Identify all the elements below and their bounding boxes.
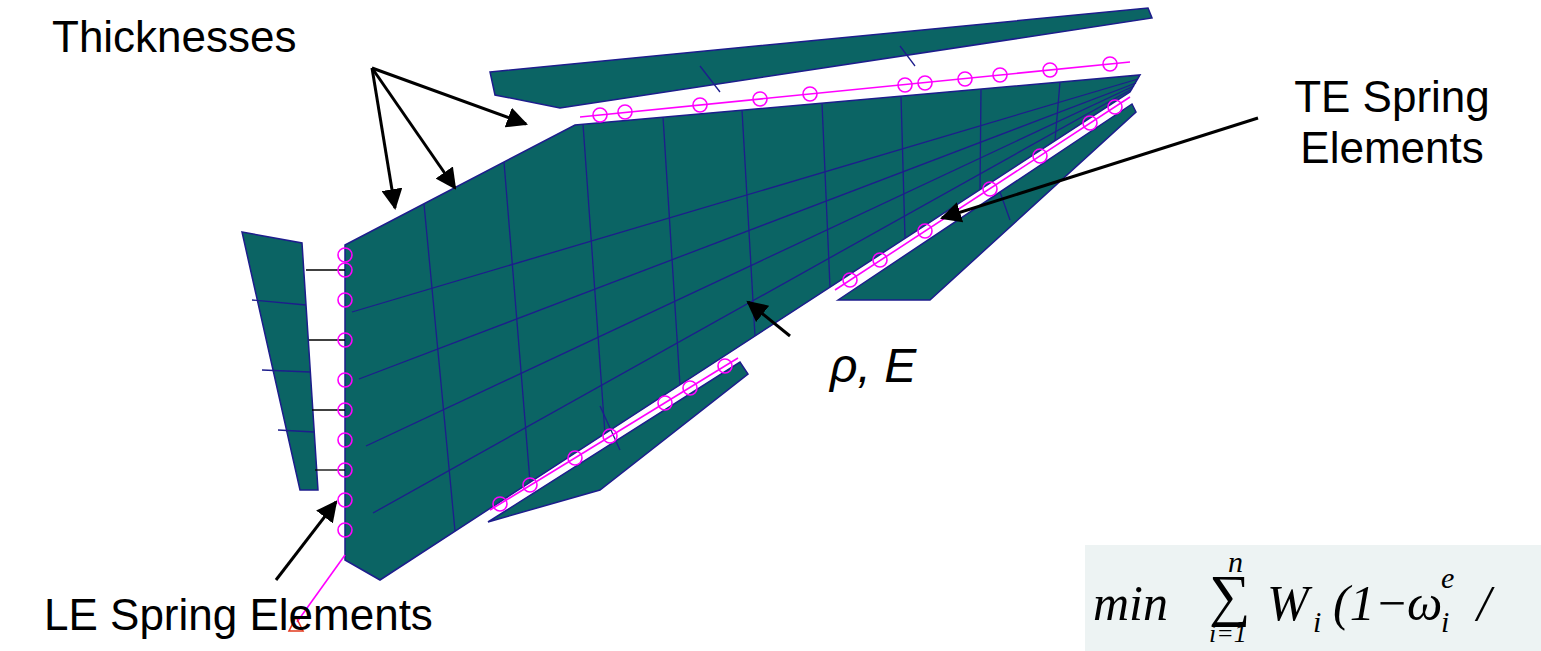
label-text: TE Spring Elements [1294, 72, 1490, 172]
te-spring [983, 182, 997, 196]
spring-line [490, 358, 738, 510]
mesh-line [504, 162, 530, 482]
te-spring [873, 253, 887, 267]
slat-spring [993, 68, 1007, 82]
slat-spring [958, 72, 972, 86]
spring-line [580, 62, 1130, 117]
spring-links [306, 270, 345, 470]
mesh-line [600, 406, 620, 450]
formula-text: W [1267, 578, 1309, 628]
le-spring [338, 463, 352, 477]
te-spring [918, 224, 932, 238]
formula-text: min [1093, 578, 1168, 628]
leader-arrow [942, 118, 1258, 218]
formula-box: minn∑i=1Wi(1−ωei/ [1085, 545, 1541, 651]
part-label: TE Spring Elements [1262, 72, 1522, 173]
formula-text: (1− [1333, 578, 1408, 628]
le-spring [338, 263, 352, 277]
mesh-line [352, 79, 1138, 312]
mesh-line [424, 204, 455, 531]
formula-text: e [1441, 563, 1454, 593]
te-spring [1083, 116, 1097, 130]
le-spring [338, 373, 352, 387]
le-spring [338, 248, 352, 262]
leader-arrow [372, 68, 455, 188]
te-spring [1108, 100, 1122, 114]
le-spring [338, 293, 352, 307]
leader-arrow [276, 502, 336, 580]
te-spring [568, 451, 582, 465]
slat-spring [618, 105, 632, 119]
spring-link [306, 269, 345, 270]
slat-spring [918, 76, 932, 90]
formula-text: i [1441, 607, 1449, 637]
label-text: ρ, E [830, 339, 916, 392]
formula-text: / [1477, 578, 1491, 628]
main-wing [345, 75, 1140, 580]
slat-spring [803, 87, 817, 101]
formula-text: i=1 [1209, 621, 1247, 647]
part-label: LE Spring Elements [44, 590, 433, 641]
mesh-line [366, 86, 1134, 446]
mesh-line [359, 83, 1136, 379]
slat-spring [593, 108, 607, 122]
slat-spring [898, 78, 912, 92]
mesh [252, 46, 1138, 531]
mesh-line [901, 96, 905, 238]
label-text: LE Spring Elements [44, 590, 433, 639]
le-spring [338, 403, 352, 417]
le-spring [338, 493, 352, 507]
mesh-line [1055, 82, 1060, 141]
mesh-line [700, 66, 720, 92]
te-spring [1033, 149, 1047, 163]
le-spring [338, 523, 352, 537]
property-label: ρ, E [830, 338, 916, 393]
mesh-line [822, 103, 830, 287]
te-spring [658, 396, 672, 410]
te-spring [718, 359, 732, 373]
mesh-line [900, 46, 915, 66]
leader-arrow [372, 68, 526, 124]
spring-elements [297, 57, 1130, 622]
leader-arrows [276, 68, 1258, 580]
formula-text: i [1313, 607, 1321, 637]
spring-link [309, 339, 345, 340]
le-spring [338, 333, 352, 347]
spring-link [312, 409, 345, 410]
mesh-line [373, 89, 1132, 513]
mesh-line [663, 117, 680, 385]
te-flap-outboard [838, 104, 1136, 300]
mesh-line [583, 124, 605, 434]
leader-arrow [372, 68, 395, 208]
formula-text: ∑ [1209, 567, 1250, 625]
te-spring [523, 478, 537, 492]
mesh-line [278, 430, 314, 432]
le-flap [242, 232, 318, 490]
slat-spring [693, 98, 707, 112]
slat-spring [1043, 63, 1057, 77]
slat-spring [1103, 57, 1117, 71]
spring-link [315, 469, 345, 470]
part-label: Thicknesses [52, 12, 297, 63]
spring-line [835, 97, 1130, 290]
te-spring [683, 381, 697, 395]
slat-spring [753, 92, 767, 106]
mesh-line [262, 370, 310, 372]
leader-arrow [748, 302, 790, 336]
te-spring [603, 429, 617, 443]
mesh-line [980, 89, 981, 190]
formula-text: ω [1407, 578, 1442, 628]
le-spring [338, 433, 352, 447]
te-spring [493, 497, 507, 511]
label-text: Thicknesses [52, 12, 297, 61]
mesh-line [252, 300, 306, 305]
te-spring [843, 273, 857, 287]
